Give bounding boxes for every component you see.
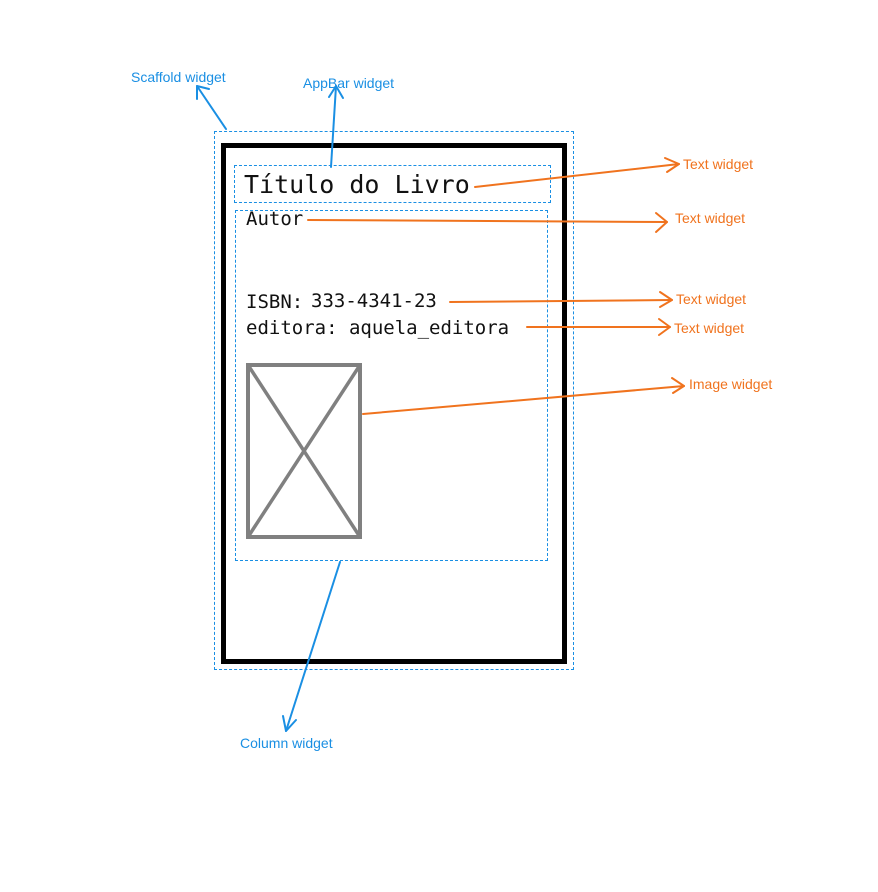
title-text-arrowhead bbox=[664, 157, 680, 173]
publisher-text-label: Text widget bbox=[674, 320, 745, 336]
image-placeholder-icon bbox=[246, 363, 362, 539]
column-arrowhead bbox=[282, 715, 297, 732]
scaffold-label: Scaffold widget bbox=[131, 69, 226, 85]
image-label: Image widget bbox=[689, 376, 773, 392]
book-author: Autor bbox=[246, 208, 304, 230]
isbn-value: 333-4341-23 bbox=[311, 290, 437, 312]
book-title: Título do Livro bbox=[244, 170, 470, 199]
publisher-text-arrowhead bbox=[658, 318, 671, 336]
column-label: Column widget bbox=[240, 735, 333, 751]
image-arrowhead bbox=[671, 377, 685, 394]
isbn-text-arrowhead bbox=[659, 291, 673, 308]
book-publisher: editora: aquela_editora bbox=[246, 317, 510, 339]
scaffold-arrow bbox=[196, 85, 227, 130]
author-text-arrowhead bbox=[655, 212, 668, 233]
isbn-text-label: Text widget bbox=[676, 291, 747, 307]
appbar-label: AppBar widget bbox=[303, 75, 395, 91]
isbn-label: ISBN: bbox=[246, 291, 304, 313]
title-text-label: Text widget bbox=[683, 156, 754, 172]
scaffold-arrowhead bbox=[196, 85, 210, 100]
author-text-label: Text widget bbox=[675, 210, 746, 226]
